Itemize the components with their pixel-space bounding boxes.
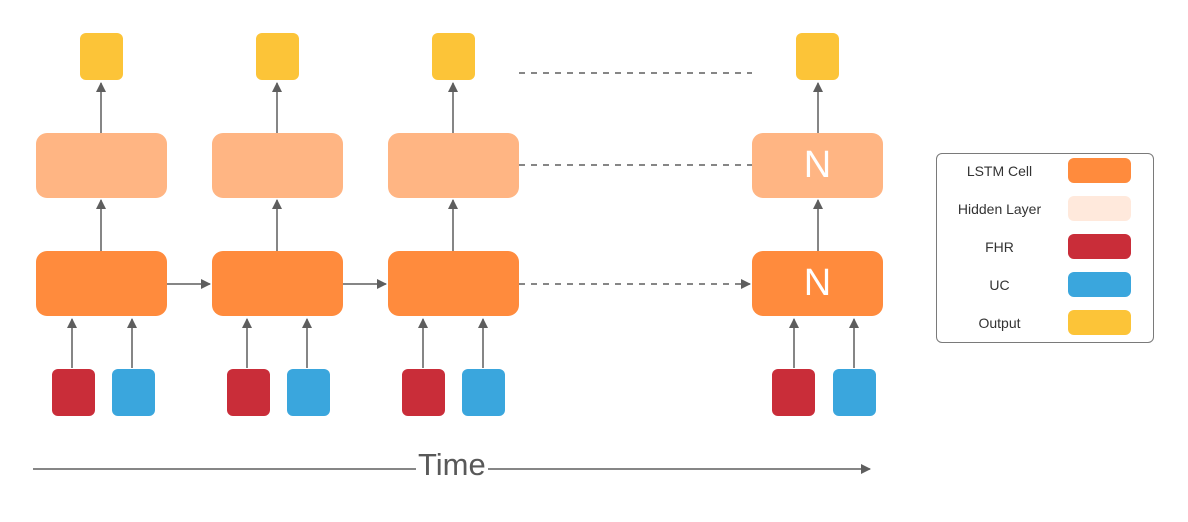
lstm-cell-node-2 [212, 251, 343, 316]
legend-label: LSTM Cell [966, 163, 1033, 179]
uc-input-node-2 [287, 369, 330, 416]
legend-label: Hidden Layer [957, 201, 1042, 217]
legend-label: Output [978, 315, 1021, 331]
legend-item-lstm-cell: LSTM Cell [937, 158, 1153, 184]
fhr-input-node-2 [227, 369, 270, 416]
hidden-layer-n-label: N [803, 144, 832, 186]
legend: LSTM Cell Hidden Layer FHR UC Output [936, 153, 1154, 343]
time-axis-label: Time [416, 446, 488, 484]
output-node-2 [256, 33, 299, 80]
legend-label: FHR [985, 239, 1014, 255]
legend-swatch [1068, 310, 1131, 335]
uc-input-node-3 [462, 369, 505, 416]
legend-swatch [1068, 158, 1131, 183]
uc-input-node-n [833, 369, 876, 416]
lstm-cell-node-3 [388, 251, 519, 316]
lstm-cell-node-n: N [752, 251, 883, 316]
uc-input-node-1 [112, 369, 155, 416]
lstm-cell-n-label: N [803, 262, 832, 304]
output-node-3 [432, 33, 475, 80]
legend-swatch [1068, 272, 1131, 297]
legend-label: UC [989, 277, 1010, 293]
legend-swatch [1068, 234, 1131, 259]
lstm-cell-node-1 [36, 251, 167, 316]
hidden-layer-node-n: N [752, 133, 883, 198]
legend-swatch [1068, 196, 1131, 221]
fhr-input-node-1 [52, 369, 95, 416]
hidden-layer-node-1 [36, 133, 167, 198]
legend-item-output: Output [937, 310, 1153, 336]
legend-item-fhr: FHR [937, 234, 1153, 260]
legend-item-hidden-layer: Hidden Layer [937, 196, 1153, 222]
output-node-n [796, 33, 839, 80]
fhr-input-node-n [772, 369, 815, 416]
fhr-input-node-3 [402, 369, 445, 416]
legend-item-uc: UC [937, 272, 1153, 298]
hidden-layer-node-3 [388, 133, 519, 198]
output-node-1 [80, 33, 123, 80]
hidden-layer-node-2 [212, 133, 343, 198]
